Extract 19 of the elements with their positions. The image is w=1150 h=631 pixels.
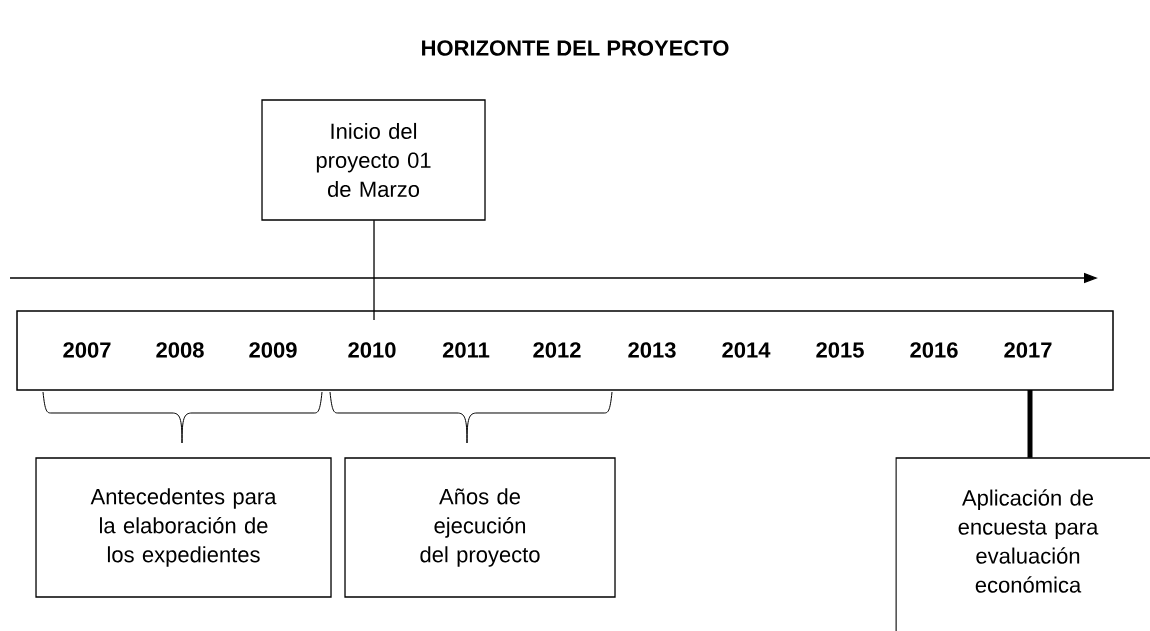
text-box: Aplicación de encuesta para evaluación económica bbox=[895, 457, 1150, 631]
text-box: Inicio del proyecto 01 de Marzo bbox=[261, 99, 486, 221]
year-label: 2010 bbox=[348, 342, 396, 358]
title: HORIZONTE DEL PROYECTO bbox=[422, 40, 729, 56]
year-label: 2008 bbox=[156, 342, 204, 358]
text-box: Antecedentes para la elaboración de los expedientes bbox=[35, 457, 332, 598]
text-box: Años de ejecución del proyecto bbox=[344, 457, 616, 598]
year-label: 2007 bbox=[63, 342, 111, 358]
year-label: 2017 bbox=[1004, 342, 1052, 358]
year-label: 2009 bbox=[249, 342, 297, 358]
year-label: 2016 bbox=[910, 342, 958, 358]
year-label: 2011 bbox=[442, 342, 490, 358]
year-label: 2013 bbox=[628, 342, 676, 358]
connector-line bbox=[1027, 390, 1033, 458]
year-label: 2014 bbox=[722, 342, 771, 358]
year-label: 2015 bbox=[816, 342, 864, 358]
year-label: 2012 bbox=[533, 342, 581, 358]
timeline-band bbox=[16, 310, 1114, 391]
connector-line bbox=[373, 219, 375, 321]
